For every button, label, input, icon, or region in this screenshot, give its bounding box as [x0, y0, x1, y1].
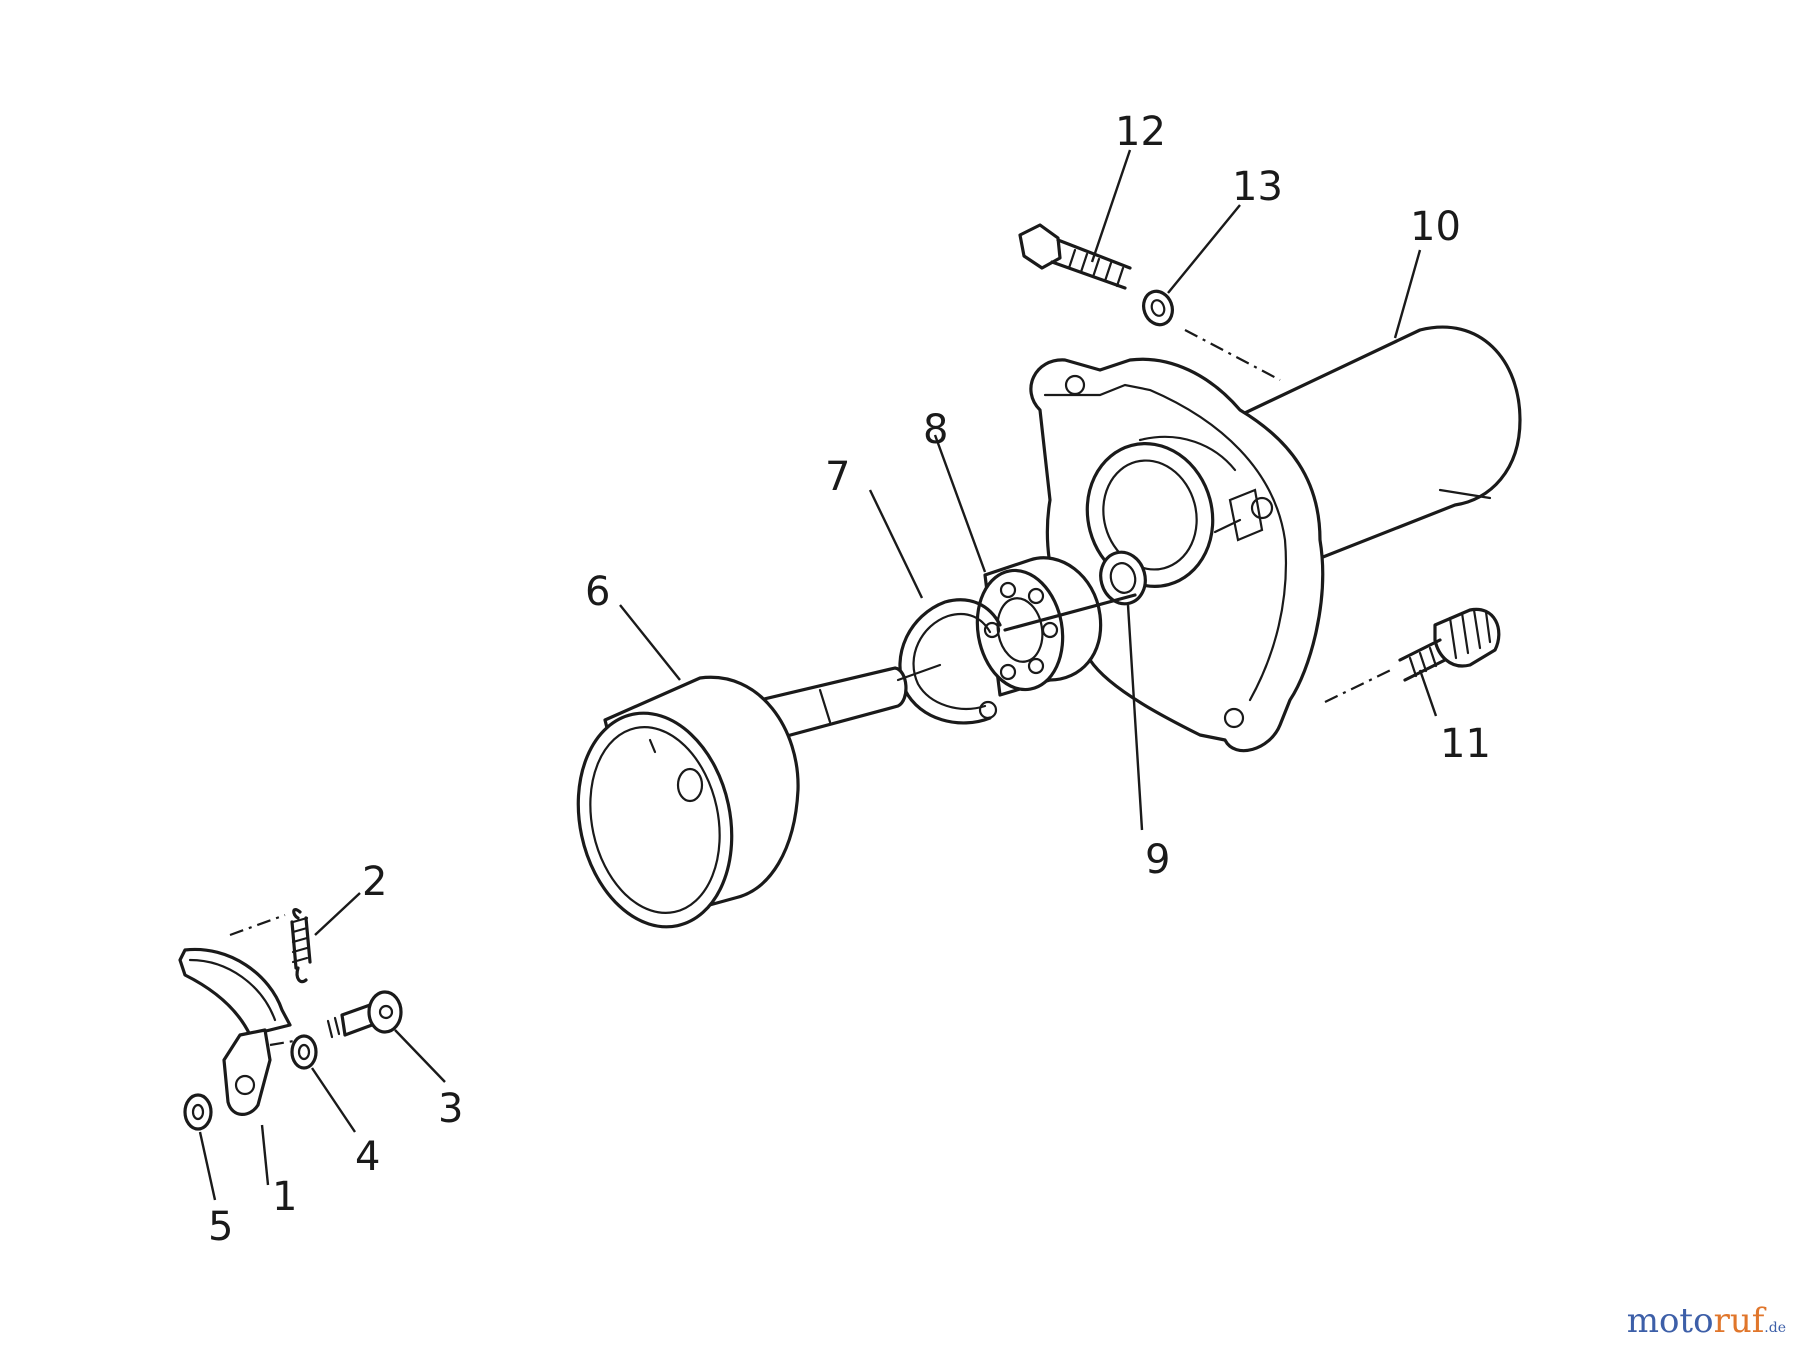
- part-2-spring: [290, 907, 312, 984]
- callout-3: 3: [438, 1086, 463, 1132]
- callout-11: 11: [1440, 721, 1491, 767]
- part-11-screw: [1398, 607, 1501, 682]
- part-8-bearing: [975, 556, 1137, 697]
- part-9-clip-ring: [1099, 550, 1147, 606]
- part-10-motor-housing: [1029, 325, 1522, 753]
- watermark-part-2: ruf: [1713, 1301, 1765, 1341]
- callout-1: 1: [272, 1174, 297, 1220]
- callout-2: 2: [362, 859, 387, 905]
- watermark-part-1: moto: [1626, 1301, 1714, 1341]
- part-13-washer: [1142, 289, 1174, 327]
- part-6-drum: [576, 663, 942, 929]
- callout-12: 12: [1115, 109, 1166, 155]
- assembly-line-2: [229, 913, 286, 937]
- assembly-line-12-13: [1184, 329, 1281, 381]
- callout-8: 8: [923, 407, 948, 453]
- part-12-bolt: [1018, 223, 1132, 290]
- assembly-line-4: [269, 1038, 301, 1047]
- part-1-brake-shoe: [178, 947, 292, 1116]
- callout-9: 9: [1145, 837, 1170, 883]
- part-3-shoulder-bolt: [326, 990, 403, 1039]
- callout-7: 7: [825, 454, 850, 500]
- part-4-washer: [290, 1034, 318, 1070]
- part-5-washer: [183, 1093, 213, 1131]
- watermark-part-3: .de: [1764, 1320, 1786, 1336]
- callout-10: 10: [1410, 204, 1461, 250]
- leader-lines: [198, 149, 1438, 1201]
- part-7-snap-ring: [898, 598, 1002, 725]
- callout-6: 6: [585, 569, 610, 615]
- callout-13: 13: [1232, 164, 1283, 210]
- callout-4: 4: [355, 1134, 380, 1180]
- callout-5: 5: [208, 1204, 233, 1250]
- callout-labels: 1 2 3 4 5 6 7 8 9 10 11 12 13: [208, 109, 1491, 1250]
- assembly-line-11: [1324, 667, 1396, 703]
- site-watermark: motoruf.de: [1627, 1301, 1786, 1341]
